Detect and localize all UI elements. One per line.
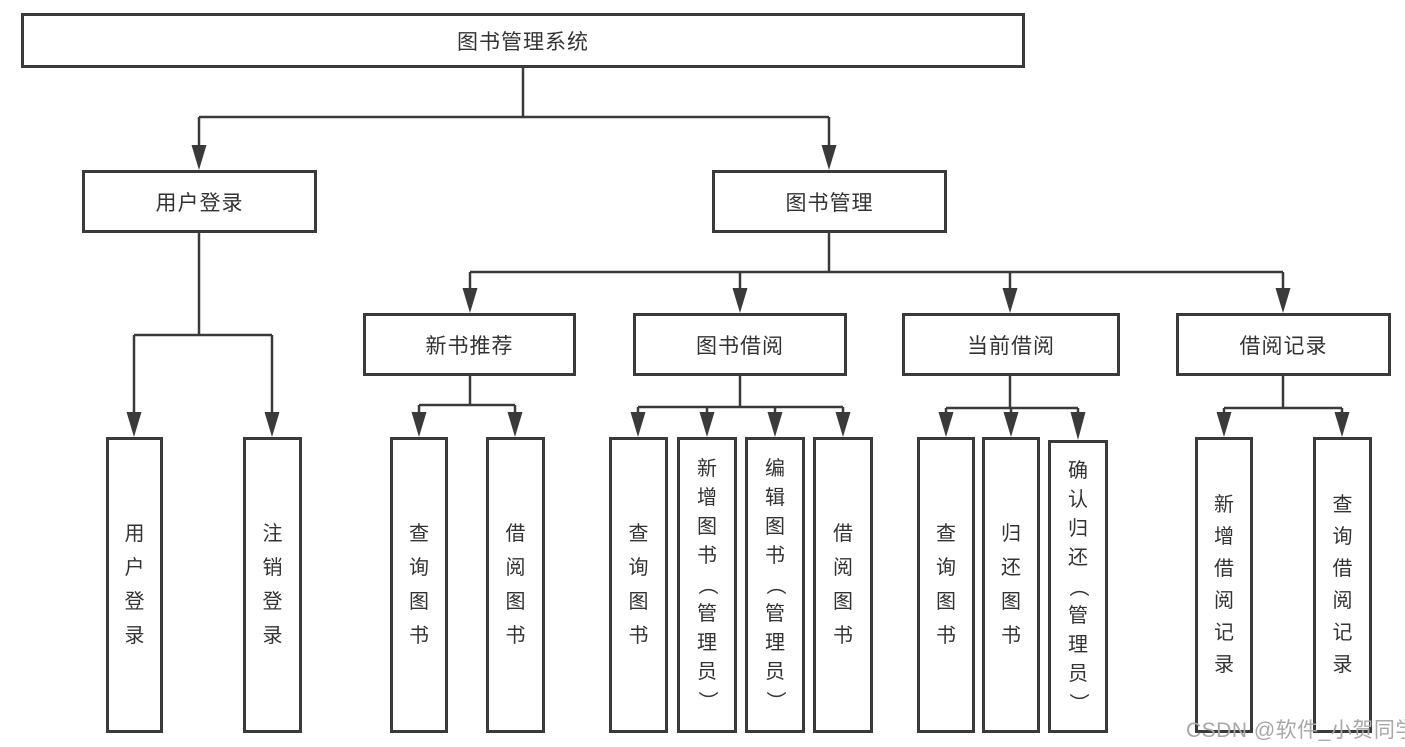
connector-user-login-children — [126, 233, 280, 437]
leaf-query-borrow-record: 查询借阅记录 — [1313, 437, 1372, 733]
leaf-add-borrow-record: 新增借阅记录 — [1195, 437, 1253, 733]
leaf-query-books-borrow: 查询图书 — [609, 437, 668, 733]
leaf-user-login-label: 用户登录 — [124, 523, 145, 647]
node-user-login: 用户登录 — [82, 170, 317, 233]
leaf-query-borrow-record-label: 查询借阅记录 — [1332, 494, 1353, 676]
leaf-borrow-books-recommend: 借阅图书 — [486, 437, 545, 733]
node-current-borrow: 当前借阅 — [902, 313, 1120, 376]
node-root-label: 图书管理系统 — [457, 30, 589, 54]
leaf-borrow-books-borrow: 借阅图书 — [813, 437, 873, 733]
connector-current-borrow-children — [938, 376, 1086, 440]
leaf-edit-books-admin: 编辑图书（管理员） — [745, 437, 805, 733]
node-book-borrow-label: 图书借阅 — [696, 334, 784, 358]
leaf-return-books: 归还图书 — [982, 437, 1040, 733]
leaf-borrow-books-borrow-label: 借阅图书 — [833, 523, 853, 647]
node-book-management: 图书管理 — [712, 170, 947, 233]
node-borrow-records: 借阅记录 — [1176, 313, 1391, 376]
leaf-logout-login-label: 注销登录 — [262, 523, 283, 647]
node-borrow-records-label: 借阅记录 — [1239, 334, 1328, 358]
node-user-login-label: 用户登录 — [155, 191, 244, 215]
leaf-borrow-books-recommend-label: 借阅图书 — [505, 523, 526, 647]
node-new-book-recommend-label: 新书推荐 — [425, 334, 514, 358]
node-current-borrow-label: 当前借阅 — [967, 334, 1055, 358]
leaf-query-books-recommend-label: 查询图书 — [409, 523, 429, 647]
leaf-confirm-return-admin: 确认归还（管理员） — [1048, 440, 1108, 733]
leaf-query-books-current-label: 查询图书 — [936, 523, 956, 647]
leaf-add-borrow-record-label: 新增借阅记录 — [1214, 494, 1234, 676]
leaf-edit-books-admin-label: 编辑图书（管理员） — [764, 458, 786, 711]
leaf-logout-login: 注销登录 — [243, 437, 302, 733]
connector-root-to-level2 — [191, 68, 837, 170]
leaf-confirm-return-admin-label: 确认归还（管理员） — [1067, 459, 1089, 713]
connector-new-book-children — [411, 376, 523, 437]
leaf-add-books-admin-label: 新增图书（管理员） — [696, 458, 718, 711]
node-book-management-label: 图书管理 — [785, 191, 874, 215]
leaf-query-books-current: 查询图书 — [917, 437, 975, 733]
leaf-add-books-admin: 新增图书（管理员） — [677, 437, 737, 733]
connector-borrow-records-children — [1216, 376, 1350, 437]
leaf-query-books-recommend: 查询图书 — [390, 437, 448, 733]
leaf-user-login: 用户登录 — [106, 437, 163, 733]
connector-book-management-children — [462, 233, 1291, 313]
watermark: CSDN @软件_小贺同学 — [1186, 719, 1405, 742]
connector-book-borrow-children — [630, 376, 851, 437]
node-new-book-recommend: 新书推荐 — [363, 313, 576, 376]
node-book-borrow: 图书借阅 — [633, 313, 847, 376]
leaf-query-books-borrow-label: 查询图书 — [628, 523, 649, 647]
node-root: 图书管理系统 — [21, 13, 1025, 68]
leaf-return-books-label: 归还图书 — [1001, 523, 1021, 647]
